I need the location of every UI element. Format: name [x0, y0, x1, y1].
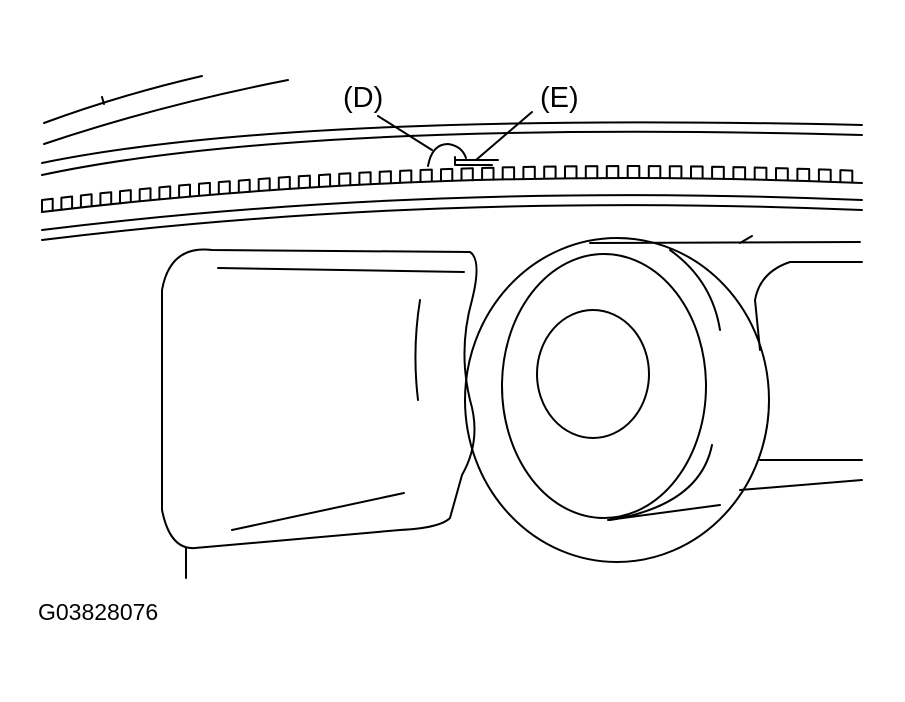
pulley-outer: [464, 237, 770, 563]
pulley-hub: [536, 309, 650, 439]
pulley-contour: [669, 249, 721, 331]
pulley-contour-lower: [609, 444, 713, 521]
housing-outline: [41, 75, 863, 176]
callout-d-label: (D): [343, 82, 383, 114]
callout-e-label: (E): [540, 82, 579, 114]
timing-belt: [41, 165, 863, 241]
pulley-rim: [501, 253, 707, 519]
leader-line-e: [475, 111, 533, 161]
timing-mark-notch: [454, 156, 499, 166]
figure-id: G03828076: [38, 599, 158, 625]
engine-block: [161, 235, 863, 579]
belt-teeth: [41, 165, 854, 213]
pulley-assembly: [464, 237, 770, 563]
timing-mark-bump: [427, 143, 467, 167]
leader-line-d: [377, 115, 433, 151]
leader-lines: [377, 111, 533, 161]
timing-marks: [427, 143, 499, 167]
